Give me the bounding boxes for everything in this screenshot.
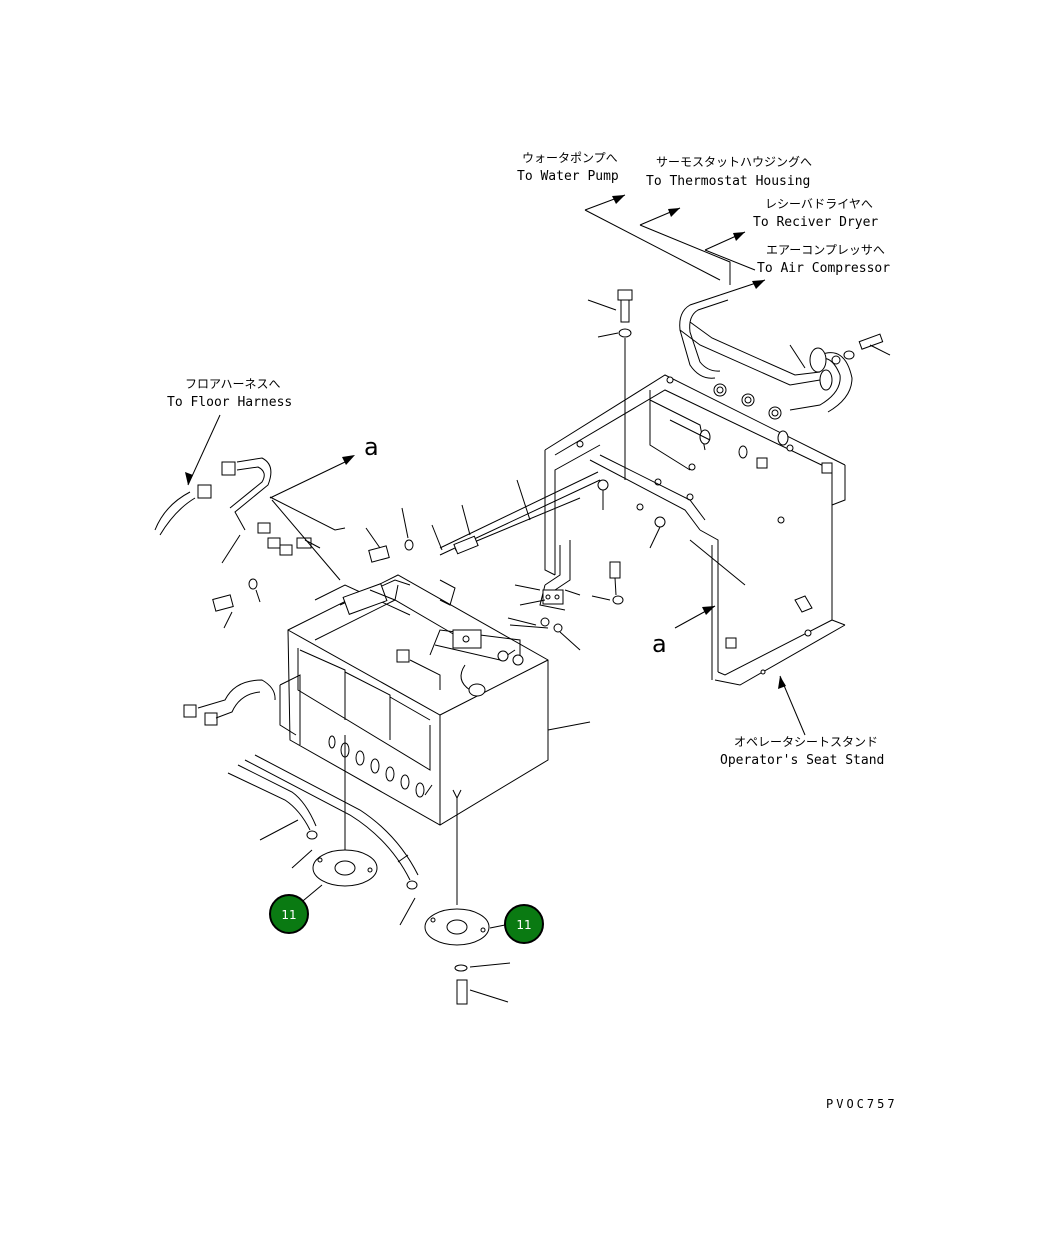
water-pump-jp: ウォータポンプへ bbox=[522, 151, 618, 165]
battery-box bbox=[279, 574, 591, 905]
seat-en: Operator's Seat Stand bbox=[720, 753, 884, 768]
seat-stand-frame bbox=[544, 374, 846, 686]
floor-jp: フロアハーネスへ bbox=[185, 377, 281, 391]
label-receiver: レシーバドライヤへ To Reciver Dryer bbox=[753, 197, 878, 230]
mount-plate-right bbox=[424, 908, 511, 1005]
callout-number: 11 bbox=[516, 918, 531, 932]
receiver-en: To Reciver Dryer bbox=[753, 215, 878, 230]
cross-hoses bbox=[431, 471, 601, 556]
label-compressor: エアーコンプレッサへ To Air Compressor bbox=[757, 243, 890, 276]
receiver-jp: レシーバドライヤへ bbox=[765, 197, 873, 211]
compressor-jp: エアーコンプレッサへ bbox=[766, 243, 885, 257]
arrow-thermostat bbox=[668, 208, 680, 217]
bolts-left bbox=[212, 507, 624, 629]
battery-terminals bbox=[396, 617, 581, 697]
view-marker-a-right: a bbox=[652, 630, 667, 658]
arrow-water-pump bbox=[612, 195, 625, 204]
label-seat-stand: オペレータシートスタンド Operator's Seat Stand bbox=[720, 735, 884, 768]
upper-hoses bbox=[584, 194, 853, 413]
mount-plate-left bbox=[297, 849, 378, 906]
callout-11-right[interactable]: 11 bbox=[504, 904, 544, 944]
seat-jp: オペレータシートスタンド bbox=[734, 735, 878, 749]
bolt-top bbox=[587, 289, 633, 480]
battery-harness bbox=[183, 679, 276, 726]
floor-en: To Floor Harness bbox=[167, 395, 292, 410]
label-thermostat: サーモスタットハウジングへ To Thermostat Housing bbox=[646, 155, 812, 189]
label-water-pump: ウォータポンプへ To Water Pump bbox=[517, 151, 619, 184]
connector-block bbox=[314, 579, 456, 616]
thermostat-jp: サーモスタットハウジングへ bbox=[656, 155, 812, 169]
lower-hoses bbox=[227, 754, 419, 926]
callout-number: 11 bbox=[281, 908, 296, 922]
arrow-compressor bbox=[752, 280, 765, 289]
arrow-receiver bbox=[733, 232, 745, 241]
thermostat-en: To Thermostat Housing bbox=[646, 174, 810, 189]
pipe-bracket bbox=[539, 454, 706, 611]
compressor-en: To Air Compressor bbox=[757, 261, 890, 276]
floor-harness bbox=[154, 414, 355, 581]
drawing-code: PVOC757 bbox=[826, 1097, 898, 1111]
callout-circle[interactable] bbox=[269, 894, 309, 934]
label-floor-harness: フロアハーネスへ To Floor Harness bbox=[167, 377, 292, 410]
callout-circle[interactable] bbox=[504, 904, 544, 944]
leader-lines bbox=[514, 539, 806, 736]
water-pump-en: To Water Pump bbox=[517, 169, 619, 184]
bolt-right-top bbox=[831, 333, 891, 365]
view-marker-a-top: a bbox=[364, 433, 379, 461]
callout-11-left[interactable]: 11 bbox=[269, 894, 309, 934]
